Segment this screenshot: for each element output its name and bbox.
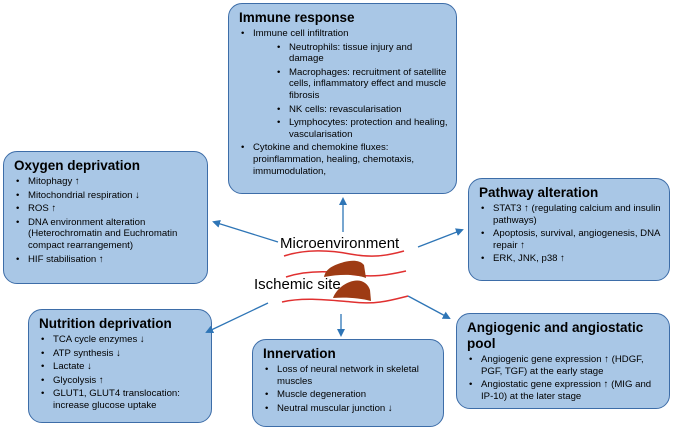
list-item: STAT3 ↑ (regulating calcium and insulin …	[479, 203, 661, 226]
nutrition-deprivation-list: TCA cycle enzymes ↓ ATP synthesis ↓ Lact…	[39, 334, 203, 412]
list-item: DNA environment alteration (Heterochroma…	[14, 217, 199, 252]
list-item: Lactate ↓	[39, 361, 203, 373]
immune-response-title: Immune response	[239, 10, 355, 25]
immune-sublist: Neutrophils: tissue injury and damage Ma…	[253, 42, 448, 141]
ischemic-site-label: Ischemic site	[254, 276, 341, 293]
list-item: Loss of neural network in skeletal muscl…	[263, 364, 435, 387]
list-item: Muscle degeneration	[263, 389, 435, 401]
list-item: TCA cycle enzymes ↓	[39, 334, 203, 346]
nutrition-deprivation-box: Nutrition deprivation TCA cycle enzymes …	[28, 309, 212, 423]
list-item: Angiogenic gene expression ↑ (HDGF, PGF,…	[467, 354, 661, 377]
arrow-to-angiogenic-pool	[407, 295, 451, 319]
oxygen-deprivation-list: Mitophagy ↑ Mitochondrial respiration ↓ …	[14, 176, 199, 265]
list-item: HIF stabilisation ↑	[14, 254, 199, 266]
pathway-alteration-list: STAT3 ↑ (regulating calcium and insulin …	[479, 203, 661, 265]
pathway-alteration-box: Pathway alteration STAT3 ↑ (regulating c…	[468, 178, 670, 281]
immune-response-box: Immune response Immune cell infiltration…	[228, 3, 457, 194]
microenvironment-label: Microenvironment	[280, 235, 400, 252]
list-item: Lymphocytes: protection and healing, vas…	[253, 117, 448, 140]
arrow-to-nutrition-deprivation	[205, 302, 269, 334]
nutrition-deprivation-title: Nutrition deprivation	[39, 316, 172, 331]
immune-item-text: Immune cell infiltration	[253, 28, 349, 39]
list-item: ERK, JNK, p38 ↑	[479, 253, 661, 265]
vessel-lower-line	[281, 295, 409, 304]
innervation-title: Innervation	[263, 346, 336, 361]
lower-clot-shape	[333, 280, 371, 301]
list-item: Apoptosis, survival, angiogenesis, DNA r…	[479, 228, 661, 251]
upper-clot-shape	[324, 260, 366, 278]
list-item: Neutral muscular junction ↓	[263, 403, 435, 415]
list-item: NK cells: revascularisation	[253, 104, 448, 116]
list-item: Mitophagy ↑	[14, 176, 199, 188]
list-item: Neutrophils: tissue injury and damage	[253, 42, 448, 65]
oxygen-deprivation-title: Oxygen deprivation	[14, 158, 141, 173]
list-item: Angiostatic gene expression ↑ (MIG and I…	[467, 379, 661, 402]
oxygen-deprivation-box: Oxygen deprivation Mitophagy ↑ Mitochond…	[3, 151, 208, 284]
arrow-to-oxygen-deprivation	[212, 219, 279, 243]
innervation-box: Innervation Loss of neural network in sk…	[252, 339, 444, 427]
list-item: ATP synthesis ↓	[39, 348, 203, 360]
list-item: Macrophages: recruitment of satellite ce…	[253, 67, 448, 102]
list-item: Cytokine and chemokine fluxes: proinflam…	[239, 142, 448, 177]
arrow-to-pathway-alteration	[417, 228, 464, 248]
list-item: Immune cell infiltration Neutrophils: ti…	[239, 28, 448, 140]
list-item: Mitochondrial respiration ↓	[14, 190, 199, 202]
innervation-list: Loss of neural network in skeletal muscl…	[263, 364, 435, 414]
angiogenic-pool-list: Angiogenic gene expression ↑ (HDGF, PGF,…	[467, 354, 661, 402]
list-item: GLUT1, GLUT4 translocation: increase glu…	[39, 388, 203, 411]
vessel-upper-line	[283, 250, 405, 257]
list-item: Glycolysis ↑	[39, 375, 203, 387]
pathway-alteration-title: Pathway alteration	[479, 185, 599, 200]
immune-response-list: Immune cell infiltration Neutrophils: ti…	[239, 28, 448, 177]
angiogenic-pool-title: Angiogenic and angiostatic pool	[467, 320, 644, 351]
list-item: ROS ↑	[14, 203, 199, 215]
angiogenic-pool-box: Angiogenic and angiostatic pool Angiogen…	[456, 313, 670, 409]
